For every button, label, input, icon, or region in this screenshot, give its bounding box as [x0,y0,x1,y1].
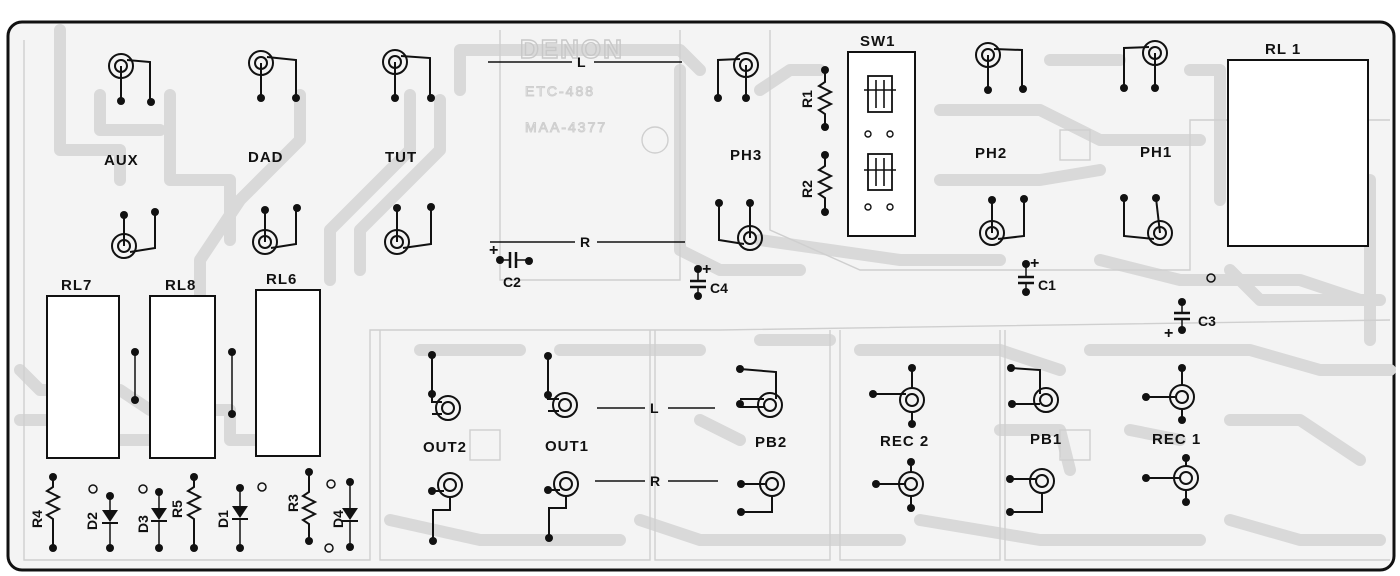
label-out2: OUT2 [423,439,467,456]
jack-pb2-bottom [737,471,785,516]
capacitor-c1: + [1018,255,1039,296]
jack-ph2-bottom [979,195,1028,246]
resistor-r5 [185,473,203,552]
jack-ph3-bottom [715,199,763,251]
diode-d2 [88,484,118,552]
label-ph1: PH1 [1140,144,1172,161]
jack-out1-bottom [544,471,579,542]
brand-silkscreen: DENON [520,34,624,64]
jack-out2-top [428,351,461,421]
label-ph2: PH2 [975,145,1007,162]
resistor-r3 [300,468,318,545]
label-r3: R3 [285,494,301,512]
jack-rec1-top [1142,364,1195,424]
capacitor-c2: + [489,242,533,268]
jack-out2-bottom [428,472,463,545]
channel-label-left2: L [650,400,659,416]
label-r1: R1 [799,90,815,108]
label-rl7: RL7 [61,277,92,294]
label-ph3: PH3 [730,147,762,164]
channel-label-right: R [580,234,590,250]
label-d2: D2 [84,512,100,530]
jumper-rl7-rl8 [131,348,139,404]
label-rl6: RL6 [266,271,297,288]
label-r4: R4 [29,510,45,528]
label-rl1: RL 1 [1265,41,1301,58]
diode-d4 [324,478,358,553]
jack-out1-top [544,352,578,418]
label-r2: R2 [799,180,815,198]
relay-rl6 [255,289,321,457]
jack-rec2-bottom [872,458,924,512]
jack-pb2-top [736,365,783,418]
jack-ph1-bottom [1120,194,1173,246]
relay-rl7 [46,295,120,459]
label-aux: AUX [104,152,139,169]
copper-outline-traces [23,30,1391,561]
label-dad: DAD [248,149,284,166]
svg-text:+: + [489,242,498,259]
capacitor-c4: + [690,261,711,300]
label-r5: R5 [169,500,185,518]
label-rl8: RL8 [165,277,196,294]
label-rec2: REC 2 [880,433,929,450]
model-silkscreen: ETC-488 [525,83,595,99]
jack-pb1-top [1007,364,1059,413]
label-d4: D4 [330,510,346,528]
label-c2: C2 [503,274,521,290]
jumper-rl8-rl6 [228,348,236,418]
jack-aux-bottom [111,208,159,259]
jack-tut-bottom [384,203,435,255]
resistor-r4 [44,473,62,552]
switch-sw1 [847,51,916,237]
resistor-r2 [816,151,834,216]
part-number-silkscreen: MAA-4377 [525,119,607,135]
label-c4: C4 [710,280,728,296]
jack-ph2-top [975,42,1027,94]
label-pb1: PB1 [1030,431,1062,448]
label-tut: TUT [385,149,417,166]
svg-text:+: + [1030,255,1039,272]
jack-rec1-bottom [1142,454,1199,506]
jack-tut-top [382,49,435,102]
channel-label-right2: R [650,473,660,489]
resistor-r1 [816,66,834,131]
diode-d3 [138,484,167,552]
jack-aux-top [108,53,155,106]
svg-text:+: + [1164,325,1173,342]
label-out1: OUT1 [545,438,589,455]
jack-dad-top [248,50,300,102]
label-c3: C3 [1198,313,1216,329]
jack-ph1-top [1120,40,1168,92]
svg-text:+: + [702,261,711,278]
label-pb2: PB2 [755,434,787,451]
diode-d1 [232,482,267,552]
jack-pb1-bottom [1006,468,1055,516]
jack-dad-bottom [252,204,301,255]
label-c1: C1 [1038,277,1056,293]
jack-ph3-top [714,52,759,102]
relay-rl8 [149,295,216,459]
relay-rl1 [1227,59,1369,247]
label-rec1: REC 1 [1152,431,1201,448]
label-d3: D3 [135,515,151,533]
channel-label-left: L [577,54,586,70]
label-d1: D1 [215,510,231,528]
label-sw1: SW1 [860,33,896,50]
capacitor-c3: + [1164,273,1216,342]
jack-rec2-top [869,364,925,428]
